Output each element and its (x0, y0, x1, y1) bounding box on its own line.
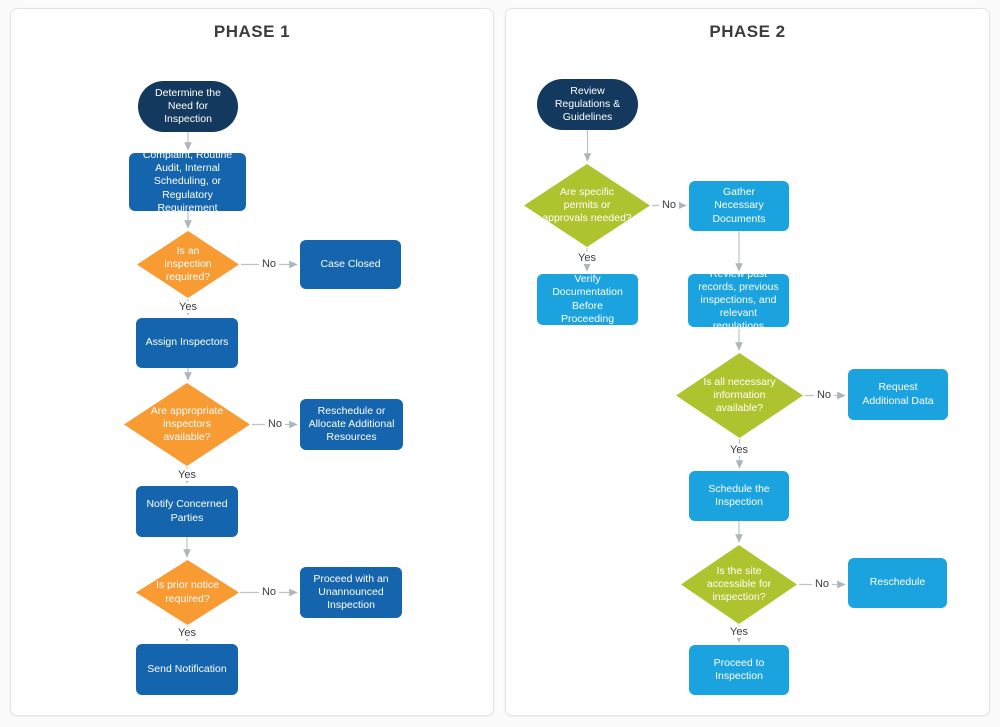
node-label: Send Notification (147, 662, 227, 675)
edge-label-no: No (658, 199, 680, 211)
node-label: Determine the Need for Inspection (155, 86, 221, 126)
node-label: Case Closed (320, 257, 381, 270)
edge-label-no: No (813, 389, 835, 401)
node-label: Is all necessary information available? (703, 375, 776, 415)
phase2-title: PHASE 2 (709, 22, 786, 41)
node-case-closed: Case Closed (300, 240, 401, 289)
phase1-connectors (183, 132, 298, 642)
node-label: Notify Concerned Parties (146, 498, 228, 524)
edge-label-yes: Yes (175, 469, 199, 481)
node-label: Proceed to Inspection (713, 656, 765, 682)
node-label: Reschedule (869, 576, 926, 589)
edge-label-no: No (258, 258, 280, 270)
node-send-notification: Send Notification (136, 644, 238, 695)
decision-permits-needed: Are specific permits or approvals needed… (524, 164, 650, 247)
node-label: Reschedule or Allocate Additional Resour… (308, 404, 395, 444)
edge-label-yes: Yes (575, 252, 599, 264)
node-verify-documentation: Verify Documentation Before Proceeding (537, 273, 638, 325)
node-complaint-sources: Complaint, Routine Audit, Internal Sched… (129, 149, 246, 214)
decision-site-accessible: Is the site accessible for inspection? (681, 545, 797, 624)
node-assign-inspectors: Assign Inspectors (136, 318, 238, 368)
node-gather-documents: Gather Necessary Documents (689, 181, 789, 231)
node-label: Are specific permits or approvals needed… (542, 185, 632, 225)
node-label: Gather Necessary Documents (712, 186, 766, 225)
node-label: Is prior notice required? (155, 579, 220, 605)
decision-information-available: Is all necessary information available? (676, 353, 803, 438)
node-label: Review past records, previous inspection… (698, 267, 779, 333)
decision-prior-notice: Is prior notice required? (136, 560, 239, 625)
node-label: Complaint, Routine Audit, Internal Sched… (142, 149, 233, 214)
node-unannounced-inspection: Proceed with an Unannounced Inspection (300, 567, 402, 618)
node-proceed-to-inspection: Proceed to Inspection (689, 645, 789, 695)
node-label: Assign Inspectors (145, 336, 229, 349)
node-request-additional-data: Request Additional Data (848, 369, 948, 420)
decision-inspectors-available: Are appropriate inspectors available? (124, 383, 250, 466)
node-schedule-inspection: Schedule the Inspection (689, 471, 789, 521)
node-label: Is the site accessible for inspection? (706, 564, 772, 604)
node-notify-parties: Notify Concerned Parties (136, 486, 238, 537)
node-reschedule: Reschedule (848, 558, 947, 608)
edge-label-yes: Yes (727, 626, 751, 638)
phase2-panel: PHASE 2 Review Regulations & Guidelines … (505, 8, 990, 716)
edge-label-no: No (264, 418, 286, 430)
node-label: Is an inspection required? (164, 244, 212, 284)
node-label: Schedule the Inspection (708, 482, 770, 508)
edge-label-no: No (258, 586, 280, 598)
phase1-panel: PHASE 1 Determine the Need for Inspectio… (10, 8, 494, 716)
phase1-title: PHASE 1 (213, 22, 291, 41)
node-label: Are appropriate inspectors available? (150, 404, 224, 444)
node-label: Proceed with an Unannounced Inspection (313, 572, 389, 612)
node-determine-need: Determine the Need for Inspection (138, 81, 238, 132)
decision-inspection-required: Is an inspection required? (137, 231, 239, 298)
edge-label-yes: Yes (727, 444, 751, 456)
node-reschedule-resources: Reschedule or Allocate Additional Resour… (300, 399, 403, 450)
node-label: Verify Documentation Before Proceeding (552, 273, 623, 325)
node-review-regulations: Review Regulations & Guidelines (537, 79, 638, 130)
edge-label-yes: Yes (176, 301, 200, 313)
edge-label-yes: Yes (175, 627, 199, 639)
node-review-past-records: Review past records, previous inspection… (688, 268, 789, 332)
node-label: Review Regulations & Guidelines (554, 84, 621, 124)
node-label: Request Additional Data (862, 381, 934, 407)
edge-label-no: No (811, 578, 833, 590)
